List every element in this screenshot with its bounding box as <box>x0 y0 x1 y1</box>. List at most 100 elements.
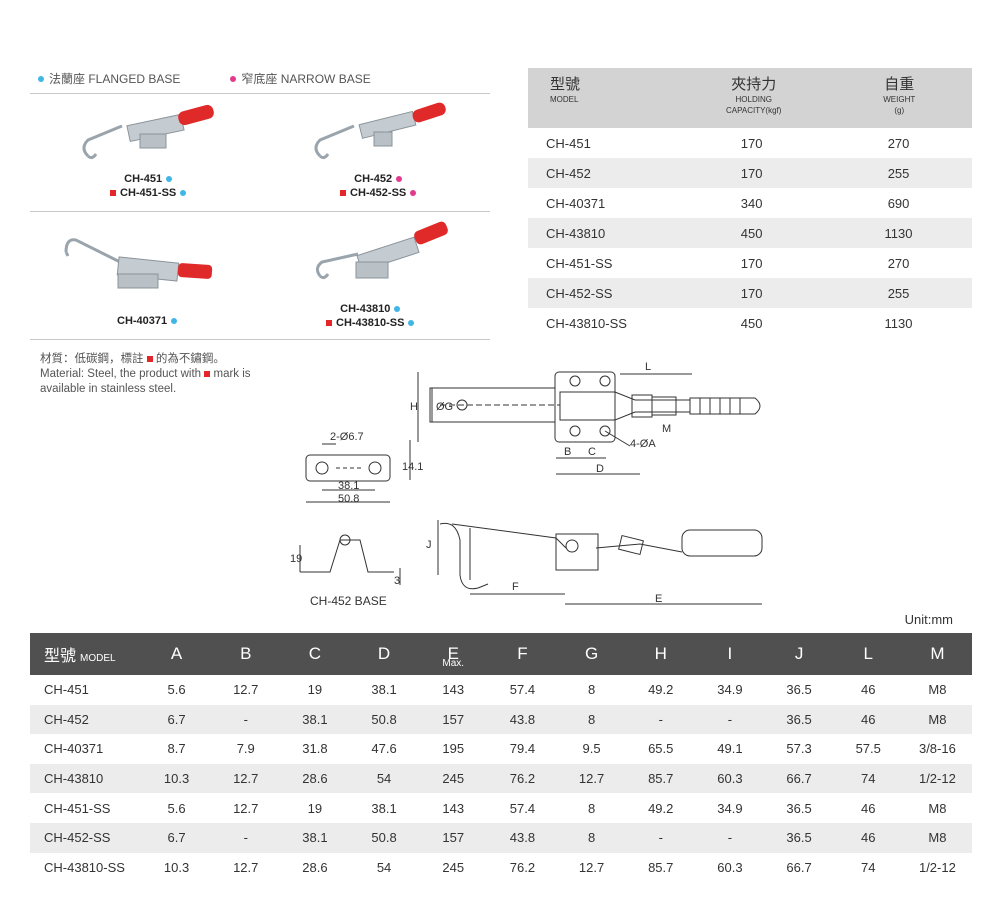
header-en: HOLDING <box>735 95 772 104</box>
cell-weight: 270 <box>887 135 910 151</box>
cell-value: - <box>727 830 733 846</box>
cell-value: 3/8-16 <box>918 741 956 757</box>
divider <box>30 93 490 94</box>
cell-value: 66.7 <box>786 771 812 787</box>
note-text: Material: Steel, the product with <box>40 368 202 380</box>
cell-value: M8 <box>928 682 947 698</box>
cell-value: 12.7 <box>233 800 259 816</box>
header-zh: 型號 <box>44 648 77 665</box>
cell-value: 8 <box>587 830 596 846</box>
cell-value: 143 <box>442 800 465 816</box>
base-drawing-label: CH-452 BASE <box>310 594 387 608</box>
cell-model: CH-43810 <box>546 225 606 241</box>
cell-value: 47.6 <box>371 741 397 757</box>
cell-capacity: 170 <box>740 165 763 181</box>
header-col: J <box>794 644 804 663</box>
dim-label-c: C <box>588 446 596 458</box>
dim-label-d: D <box>596 463 604 475</box>
cell-value: 60.3 <box>717 771 743 787</box>
cell-weight: 1130 <box>884 315 913 331</box>
header-en: (g) <box>894 106 905 115</box>
dim-label-141: 14.1 <box>402 461 423 473</box>
cell-value: 8 <box>587 711 596 727</box>
product-label-ch40371: CH-40371 <box>117 314 178 328</box>
cell-weight: 255 <box>887 165 910 181</box>
cell-value: M8 <box>928 800 947 816</box>
product-label-ch43810: CH-43810 CH-43810-SS <box>326 302 415 330</box>
cell-value: 12.7 <box>233 771 259 787</box>
dim-label-m: M <box>662 423 671 435</box>
cell-value: 6.7 <box>167 711 186 727</box>
product-image-ch451 <box>78 98 228 168</box>
cell-capacity: 170 <box>740 255 763 271</box>
cell-value: 245 <box>442 771 465 787</box>
cell-value: 43.8 <box>509 711 536 727</box>
model-name: CH-43810-SS <box>336 317 405 329</box>
unit-label: Unit:mm <box>904 612 953 627</box>
divider <box>30 339 490 340</box>
model-name: CH-452 <box>354 173 393 185</box>
product-image-ch452 <box>308 98 458 168</box>
cell-value: 46 <box>861 830 876 846</box>
header-en: CAPACITY(kgf) <box>726 106 782 115</box>
cell-model: CH-451-SS <box>44 800 111 816</box>
blue-dot-icon <box>166 176 173 182</box>
cell-value: 5.6 <box>167 800 186 816</box>
cell-value: 50.8 <box>371 830 397 846</box>
pink-dot-icon <box>396 176 403 182</box>
cell-value: 38.1 <box>302 711 328 727</box>
cell-model: CH-43810 <box>44 771 104 787</box>
cell-value: 74 <box>861 771 876 787</box>
pink-dot-icon <box>410 190 417 196</box>
cell-weight: 690 <box>887 195 910 211</box>
cell-value: 12.7 <box>233 859 259 875</box>
cell-value: 9.5 <box>582 741 601 757</box>
product-label-ch452: CH-452 CH-452-SS <box>340 172 417 200</box>
header-col: F <box>517 644 528 663</box>
cell-value: 85.7 <box>648 859 674 875</box>
cell-value: - <box>243 830 248 846</box>
cell-value: 50.8 <box>371 711 397 727</box>
cell-value: 12.7 <box>578 771 605 787</box>
header-zh: 自重 <box>884 76 915 93</box>
header-en: WEIGHT <box>883 95 916 104</box>
cell-capacity: 450 <box>740 225 763 241</box>
header-zh: 型號 <box>550 76 581 93</box>
cell-value: 5.6 <box>167 682 186 698</box>
header-col: H <box>654 644 667 663</box>
cell-weight: 270 <box>887 255 910 271</box>
cell-value: 143 <box>442 682 465 698</box>
cell-value: 46 <box>861 711 876 727</box>
cell-model: CH-452-SS <box>546 285 613 301</box>
cell-value: 57.4 <box>509 800 536 816</box>
cell-value: 1/2-12 <box>918 859 956 875</box>
cell-value: - <box>658 711 663 727</box>
header-col: C <box>308 644 322 663</box>
capacity-table-header: 型號 MODEL 夾持力 HOLDING CAPACITY(kgf) 自重 WE… <box>528 68 972 128</box>
cell-value: 19 <box>307 682 323 698</box>
cell-value: 65.5 <box>648 741 674 757</box>
cell-value: 38.1 <box>302 830 328 846</box>
cell-value: 10.3 <box>163 859 190 875</box>
cell-value: 46 <box>861 682 876 698</box>
cell-value: - <box>658 830 663 846</box>
cell-value: 36.5 <box>786 830 812 846</box>
stainless-mark-icon <box>326 320 332 326</box>
cell-model: CH-40371 <box>546 195 606 211</box>
cell-value: 8 <box>587 800 596 816</box>
cell-model: CH-40371 <box>44 741 104 757</box>
cell-value: 245 <box>442 859 465 875</box>
cell-value: 36.5 <box>786 682 812 698</box>
model-name: CH-451 <box>124 173 163 185</box>
cell-value: 60.3 <box>717 859 743 875</box>
cell-value: 76.2 <box>509 771 536 787</box>
header-col: L <box>863 644 873 663</box>
cell-value: 36.5 <box>786 800 812 816</box>
dim-label-a: 4-ØA <box>630 438 656 450</box>
